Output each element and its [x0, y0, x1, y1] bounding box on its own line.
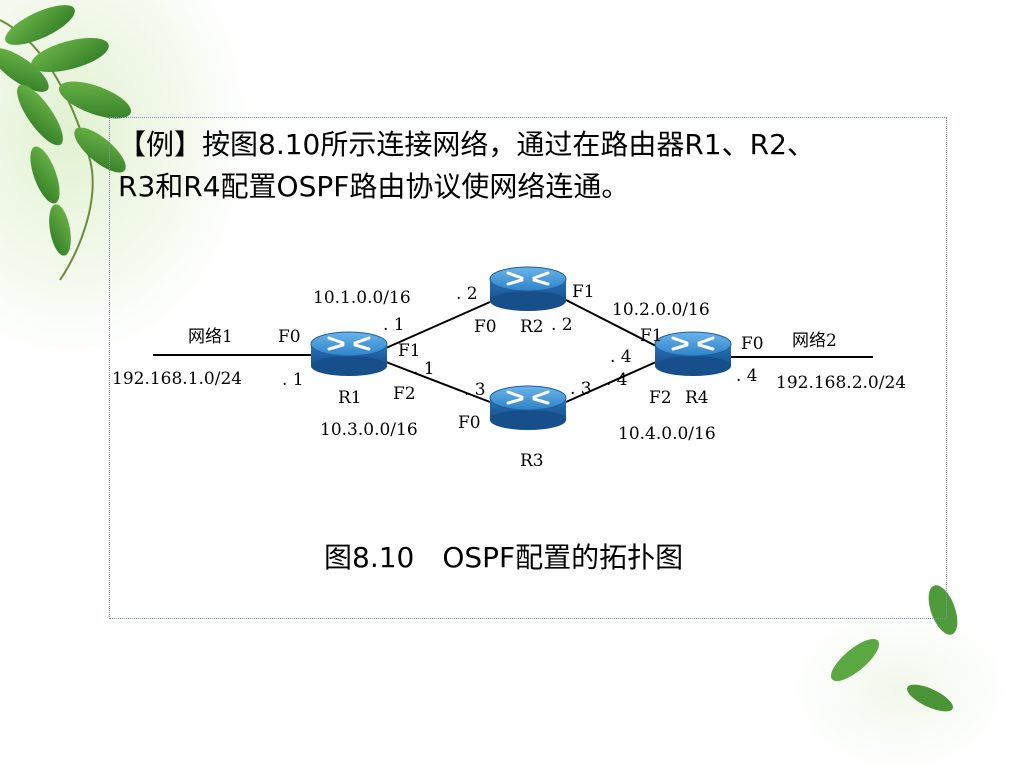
falling-leaves-icon: [830, 585, 958, 712]
network1-name: 网络1: [188, 327, 233, 347]
r1-f2-host: . 1: [413, 359, 435, 379]
title-line-1: 【例】按图8.10所示连接网络，通过在路由器R1、R2、: [118, 128, 815, 161]
figure-caption: 图8.10 OSPF配置的拓扑图: [324, 541, 684, 574]
r2-f0-label: F0: [474, 317, 497, 337]
r4-f1-host: . 4: [610, 347, 632, 367]
router-r2-label: R2: [520, 317, 544, 337]
r1-f0-label: F0: [278, 327, 301, 347]
network1-address: 192.168.1.0/24: [112, 369, 242, 389]
network2-address: 192.168.2.0/24: [776, 373, 906, 393]
router-r2-icon: [488, 265, 568, 313]
r2-f1-label: F1: [572, 282, 595, 302]
r1-f1-host: . 1: [383, 315, 405, 335]
router-r4-label: R4: [685, 388, 709, 408]
content-frame: [109, 117, 947, 619]
leaf-branch-icon: [0, 5, 132, 281]
router-r4-icon: [653, 330, 733, 378]
r2-f0-host: . 2: [456, 284, 478, 304]
title-line-2: R3和R4配置OSPF路由协议使网络连通。: [118, 170, 630, 203]
network2-name: 网络2: [792, 331, 837, 351]
r3-f0-host: . 3: [464, 380, 486, 400]
r4-f1-label: F1: [640, 326, 663, 346]
r3-f1-host: . 3: [570, 379, 592, 399]
router-r1-label: R1: [338, 388, 362, 408]
r4-f0-label: F0: [741, 334, 764, 354]
subnet-r2-r4: 10.2.0.0/16: [612, 300, 710, 320]
subnet-r1-r3: 10.3.0.0/16: [320, 420, 418, 440]
r1-f0-host: . 1: [282, 370, 304, 390]
link-r1-r3: [385, 361, 491, 403]
r4-f0-host: . 4: [736, 366, 758, 386]
link-r2-r4: [565, 299, 657, 347]
r2-f1-host: . 2: [551, 315, 573, 335]
router-r3-label: R3: [520, 451, 544, 471]
r3-f0-label: F0: [458, 413, 481, 433]
r1-f1-label: F1: [398, 341, 421, 361]
link-r3-r4: [565, 361, 657, 403]
subnet-r1-r2: 10.1.0.0/16: [313, 288, 411, 308]
router-r3-icon: [488, 384, 568, 432]
link-r1-r2: [385, 301, 491, 349]
r4-f2-host: . 4: [606, 370, 628, 390]
r4-f2-label: F2: [649, 388, 672, 408]
router-r1-icon: [309, 330, 389, 378]
r1-f2-label: F2: [393, 384, 416, 404]
subnet-r3-r4: 10.4.0.0/16: [618, 424, 716, 444]
